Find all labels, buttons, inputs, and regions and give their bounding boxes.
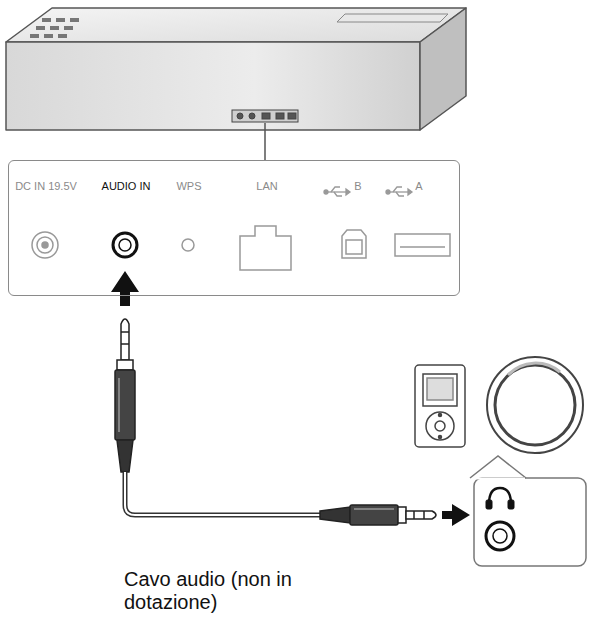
port-label: WPS [176,180,201,192]
dc-in-jack [32,232,58,258]
headphone-jack [486,522,514,550]
portable-player [415,365,465,447]
round-device [487,357,583,453]
rear-panel-callout: DC IN 19.5V AUDIO IN WPS LAN B A [8,160,460,296]
port-label: B [354,180,361,192]
usb-b-port [342,230,366,258]
audio-cable [125,472,322,515]
port-label: A [415,180,422,192]
callout-gap [473,478,525,480]
speaker-top-strip [337,14,448,22]
port-label: DC IN 19.5V [15,180,77,192]
audio-plug [115,319,135,472]
speaker-top-holes [30,18,79,38]
insert-arrow [111,271,139,306]
port-label: AUDIO IN [102,180,151,192]
audio-cable [125,472,322,515]
port-label: LAN [256,180,277,192]
headphone-symbol [486,488,514,509]
speaker-unit [6,8,466,130]
wps-button [182,239,194,251]
usb-symbol [324,187,350,196]
usb-symbol [386,187,412,196]
lan-port [240,226,291,270]
audio-plug [320,505,436,525]
callout-pointer [470,456,526,478]
speaker-rear-ports [232,110,298,122]
usb-a-port [395,234,450,256]
device-jack-callout [474,478,586,566]
leader-line [264,123,266,160]
audio-in-jack [113,233,137,257]
insert-arrow [442,504,470,526]
cable-caption: Cavo audio (non in dotazione) [124,568,309,614]
